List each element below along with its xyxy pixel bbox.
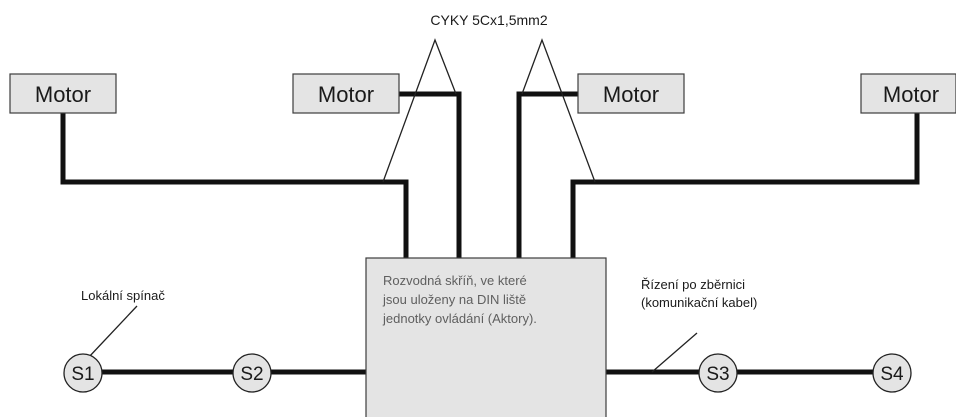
switch-s1: S1: [63, 353, 103, 393]
motor-3-label: Motor: [603, 82, 659, 107]
motor-3: Motor: [577, 73, 685, 114]
motor-2-label: Motor: [318, 82, 374, 107]
cabinet-line-1: Rozvodná skříň, ve které: [383, 273, 527, 288]
annotation-lines: [87, 38, 698, 373]
switch-s3-label: S3: [706, 364, 729, 385]
motor-1: Motor: [9, 73, 117, 114]
bus-label-line-2: (komunikační kabel): [641, 295, 757, 310]
motor-2: Motor: [292, 73, 400, 114]
cable-motor-4: [570, 113, 920, 259]
cable-motor-1: [60, 113, 409, 259]
cabinet-line-3: jednotky ovládání (Aktory).: [382, 311, 537, 326]
cable-pointer-left: [382, 38, 457, 183]
motor-cables: [60, 91, 920, 259]
switch-s4-label: S4: [880, 364, 904, 385]
switch-s4: S4: [872, 353, 912, 393]
switch-s2-label: S2: [240, 364, 263, 385]
local-switch-label: Lokální spínač: [81, 288, 165, 303]
switch-s2: S2: [232, 353, 272, 393]
cabinet-line-2: jsou uloženy na DIN liště: [382, 292, 526, 307]
motor-4-label: Motor: [883, 82, 939, 107]
bus-pointer: [651, 332, 698, 373]
switch-s1-label: S1: [71, 364, 94, 385]
switch-s3: S3: [698, 353, 738, 393]
cable-motor-3: [516, 91, 585, 259]
distribution-cabinet: Rozvodná skříň, ve které jsou uloženy na…: [365, 257, 607, 417]
cable-type-label: CYKY 5Cx1,5mm2: [430, 12, 547, 28]
cable-motor-2: [373, 91, 462, 259]
local-switch-pointer: [87, 305, 138, 359]
motor-4: Motor: [860, 73, 956, 114]
cable-pointer-right: [521, 38, 596, 183]
motor-1-label: Motor: [35, 82, 91, 107]
bus-label-line-1: Řízení po zběrnici: [641, 277, 745, 292]
